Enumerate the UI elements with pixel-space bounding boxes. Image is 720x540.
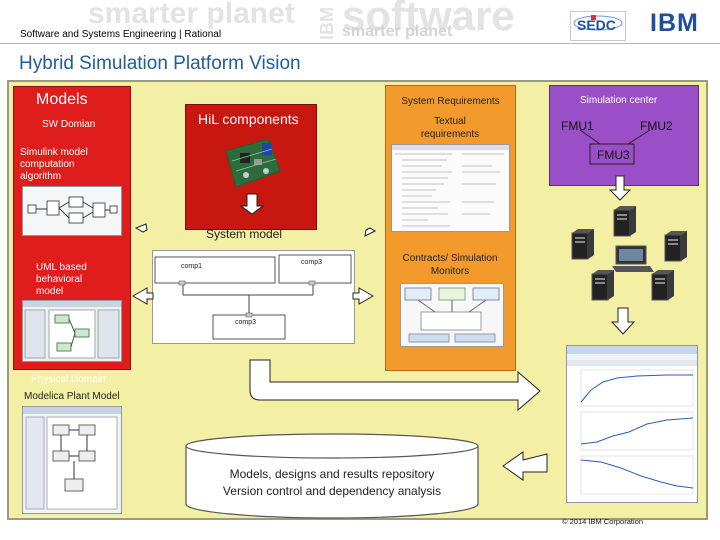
comp3-block-label: comp3 — [301, 259, 322, 266]
arrow-fmu-to-computers — [608, 175, 632, 201]
copyright-footer: © 2014 IBM Corporation — [562, 517, 643, 526]
contracts-monitors-label: Contracts/ Simulation Monitors — [402, 253, 498, 277]
arrow-models-to-simulation — [249, 359, 541, 412]
simulink-diagram-image — [22, 186, 122, 236]
fmu-link-left — [579, 129, 601, 145]
svg-text:SEDC: SEDC — [577, 17, 616, 33]
server-computer-icon-5 — [651, 269, 675, 301]
system-requirements-title: System Requirements — [401, 96, 500, 107]
repository-label: Models, designs and results repository V… — [184, 466, 480, 500]
fmu2-label: FMU2 — [640, 119, 673, 133]
header-subtitle: Software and Systems Engineering | Ratio… — [20, 29, 222, 40]
fmu3-label: FMU3 — [597, 148, 630, 162]
fmu1-label: FMU1 — [561, 119, 594, 133]
hil-title: HiL components — [198, 111, 299, 127]
arrow-right-contracts — [352, 287, 375, 305]
server-computer-icon-1 — [571, 228, 595, 260]
ibm-logo: IBM — [650, 9, 699, 37]
sedc-logo: SEDC — [570, 11, 626, 41]
uml-label: UML based behavioral model — [36, 262, 87, 297]
simulink-label: Simulink model computation algorithm — [20, 147, 88, 182]
server-computer-icon-2 — [613, 205, 637, 237]
uml-model-image — [22, 300, 122, 362]
header-watermark-smarter-planet-small: smarter planet — [342, 23, 453, 40]
server-computer-icon-3 — [664, 230, 688, 262]
arrow-models-to-system — [134, 223, 148, 233]
arrow-hil-to-system-model — [239, 193, 265, 215]
arrow-computers-to-results — [610, 307, 636, 335]
textual-requirements-label: Textual requirements — [420, 116, 480, 140]
repository-line2: Version control and dependency analysis — [222, 484, 442, 498]
header-divider — [0, 43, 720, 44]
modelica-model-image — [22, 406, 122, 514]
system-model-diagram: comp1 comp3 comp3 — [152, 250, 355, 344]
contracts-diagram-image — [400, 283, 504, 347]
modelica-label: Modelica Plant Model — [24, 391, 120, 402]
comp3-lower-block-label: comp3 — [235, 319, 256, 326]
simulation-center-title: Simulation center — [580, 95, 658, 106]
header-watermark-software: software — [342, 0, 515, 39]
models-title: Models — [36, 91, 88, 108]
arrow-left-uml — [131, 287, 154, 305]
page-title: Hybrid Simulation Platform Vision — [19, 53, 301, 74]
sw-domain-label: SW Domian — [42, 119, 96, 130]
requirements-document-image — [391, 144, 510, 232]
physical-domain-label: Physical Domain — [31, 374, 106, 385]
simulation-results-window — [566, 345, 698, 503]
laptop-icon — [612, 245, 654, 272]
fmu-link-right — [627, 129, 651, 145]
circuit-board-image — [222, 131, 282, 193]
repository-cylinder — [182, 432, 482, 522]
header-watermark-smarter-planet: smarter planet — [88, 0, 295, 30]
arrow-requirements-to-system — [364, 227, 377, 237]
fmu3-box — [589, 143, 635, 165]
system-model-label: System model — [206, 227, 283, 241]
comp1-block-label: comp1 — [181, 263, 202, 270]
server-computer-icon-4 — [591, 269, 615, 301]
repository-line1: Models, designs and results repository — [229, 467, 435, 481]
arrow-results-to-repository — [502, 451, 548, 481]
